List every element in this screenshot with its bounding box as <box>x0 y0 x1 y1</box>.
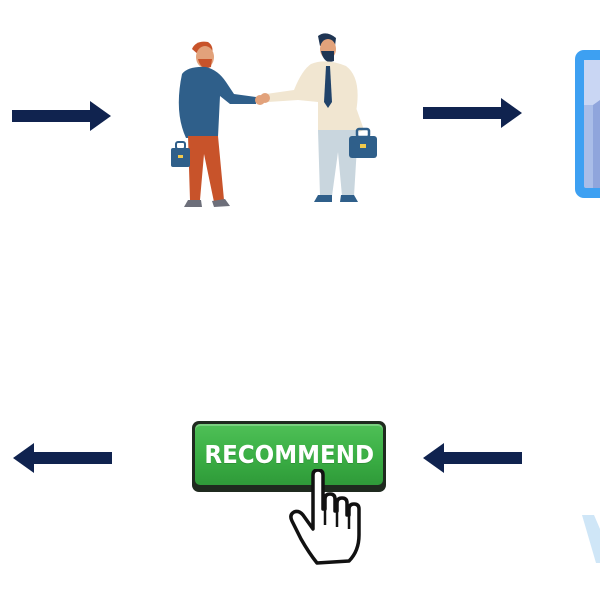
recommend-label: RECOMMEND <box>204 440 374 469</box>
tablet-icon <box>573 50 600 205</box>
arrow-in-top <box>12 100 112 132</box>
handshake-icon <box>168 32 383 222</box>
arrow-in-bottom <box>422 442 522 474</box>
partial-shape-icon <box>580 515 600 570</box>
arrow-out-top <box>423 97 523 129</box>
recommend-button-face[interactable]: RECOMMEND <box>195 424 383 485</box>
arrow-out-bottom <box>12 442 112 474</box>
recommend-button[interactable]: RECOMMEND <box>192 421 386 492</box>
hand-pointer-icon <box>287 468 365 574</box>
